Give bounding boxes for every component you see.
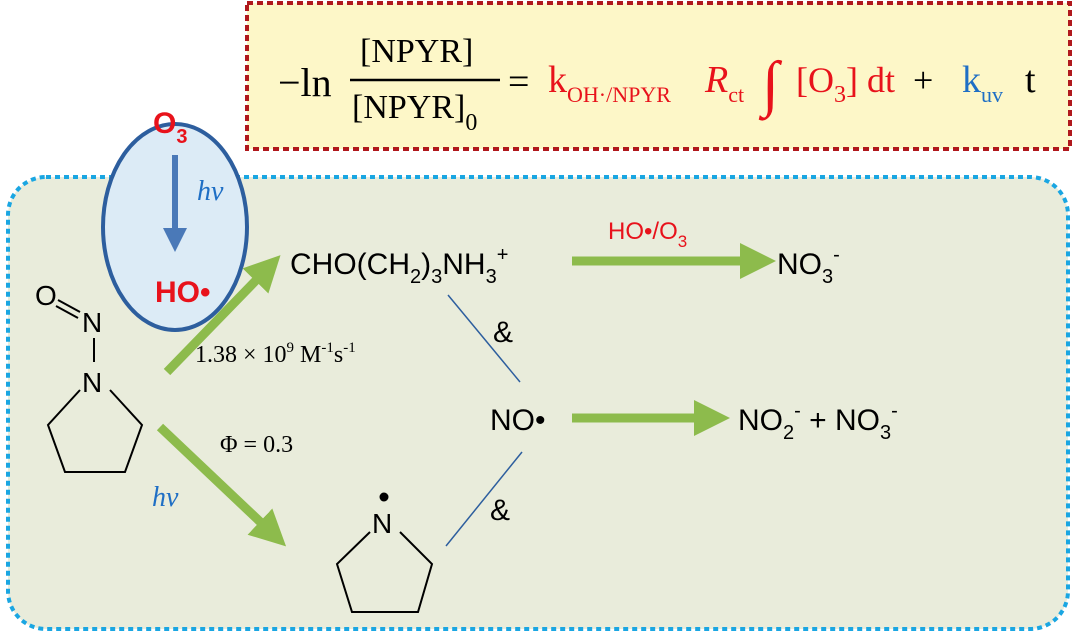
no-radical: NO•: [490, 404, 546, 437]
plus-sign: +: [913, 60, 933, 100]
nitrate-product-top: NO3-: [777, 244, 840, 288]
equation-box: [245, 1, 1072, 151]
integral-sign: ∫: [758, 50, 783, 121]
nitrite-nitrate-products: NO2- + NO3-: [738, 400, 898, 444]
minus-ln: −ln: [278, 60, 332, 105]
k-uv: kuv: [962, 59, 1003, 107]
ring-n-atom: N: [82, 367, 102, 398]
nitroso-n-atom: N: [82, 307, 102, 338]
ampersand-bottom: &: [490, 494, 510, 527]
denominator: [NPYR]0: [352, 89, 477, 136]
hydroxyl-radical-label: HO•: [155, 276, 211, 309]
numerator: [NPYR]: [360, 33, 473, 70]
npyr-molecule: O N N: [35, 280, 144, 473]
r-ct: Rct: [704, 59, 744, 107]
o3-integral-term: [O3] dt: [796, 60, 895, 108]
radical-dot: [379, 492, 389, 502]
rate-constant-label: 1.38 × 109 M-1s-1: [195, 340, 356, 368]
time-t: t: [1025, 59, 1036, 101]
k-oh-npyr: kOH·/NPYR: [548, 59, 671, 107]
aldehyde-no-connector: [447, 294, 521, 383]
equals-sign: =: [508, 61, 529, 103]
oxygen-atom: O: [35, 280, 57, 311]
radical-n-atom: N: [372, 508, 392, 539]
ozone-label: O3: [153, 107, 187, 148]
quantum-yield-label: Φ = 0.3: [220, 432, 293, 458]
radical-ring: [335, 531, 434, 613]
ho-o3-label: HO•/O3: [608, 218, 687, 251]
pyrrolidine-ring: [46, 389, 144, 473]
pyrrolidinyl-radical: N: [335, 492, 434, 613]
hydroxyl-reaction-arrow: [163, 255, 281, 376]
n-o-double-bond-b: [55, 305, 79, 319]
hv-ellipse-label: hν: [197, 176, 224, 207]
ampersand-top: &: [493, 316, 513, 349]
rate-equation: −ln [NPYR] [NPYR]0 = kOH·/NPYR Rct ∫ [O3…: [278, 33, 1036, 136]
photolysis-arrow: [156, 423, 287, 547]
n-o-double-bond-a: [57, 299, 81, 313]
hv-photolysis-label: hν: [152, 482, 179, 513]
aldehyde-product: CHO(CH2)3NH3+: [290, 244, 508, 288]
radical-no-connector: [445, 451, 523, 547]
